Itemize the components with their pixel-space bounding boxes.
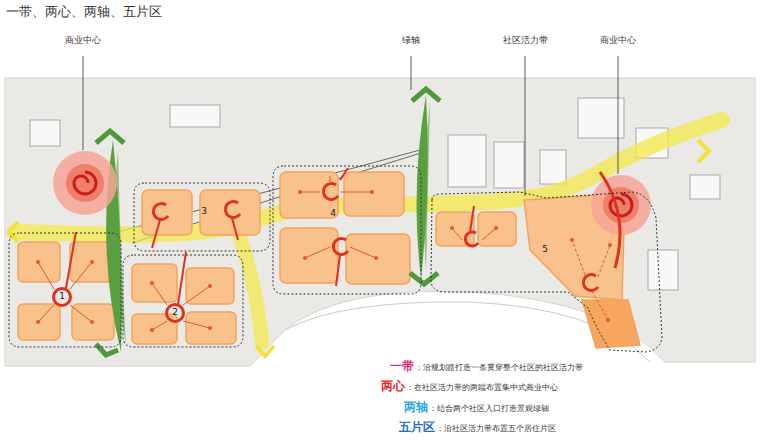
legend-key: 一带 bbox=[390, 360, 414, 374]
zone-outline bbox=[8, 232, 122, 348]
district-zone: 3 bbox=[133, 182, 271, 252]
district-zone: 2 bbox=[122, 254, 244, 348]
zone-number: 3 bbox=[201, 207, 207, 217]
zone-outline bbox=[272, 165, 422, 295]
legend-key: 两轴 bbox=[404, 401, 428, 415]
callout-label: 商业中心 bbox=[600, 35, 636, 45]
legend-key: 五片区 bbox=[399, 421, 435, 435]
legend-note: ：结合两个社区入口打造景观绿轴 bbox=[429, 404, 549, 413]
district-zone: 1 bbox=[8, 232, 122, 348]
legend-note: ：沿规划路打造一条贯穿整个社区的社区活力带 bbox=[415, 363, 583, 372]
legend-key: 两心 bbox=[381, 380, 405, 394]
legend-note: ：在社区活力带的两端布置集中式商业中心 bbox=[406, 383, 558, 392]
callout-label: 绿轴 bbox=[402, 35, 420, 45]
district-zone: 4 bbox=[272, 165, 422, 295]
legend-note: ：沿社区活力带布置五个居住片区 bbox=[436, 424, 556, 433]
zone-outline bbox=[133, 182, 271, 252]
district-zone: 5 bbox=[428, 188, 664, 354]
zone-outline bbox=[122, 254, 244, 348]
zone-number: 1 bbox=[59, 292, 65, 302]
zone-number: 2 bbox=[172, 308, 178, 318]
diagram-title: 一带、两心、两轴、五片区 bbox=[6, 5, 162, 20]
zone-number: 5 bbox=[542, 245, 548, 255]
zone-outline bbox=[428, 188, 664, 354]
zone-number: 4 bbox=[330, 209, 336, 219]
callout-label: 商业中心 bbox=[65, 35, 101, 45]
callout-label: 社区活力带 bbox=[503, 35, 548, 45]
